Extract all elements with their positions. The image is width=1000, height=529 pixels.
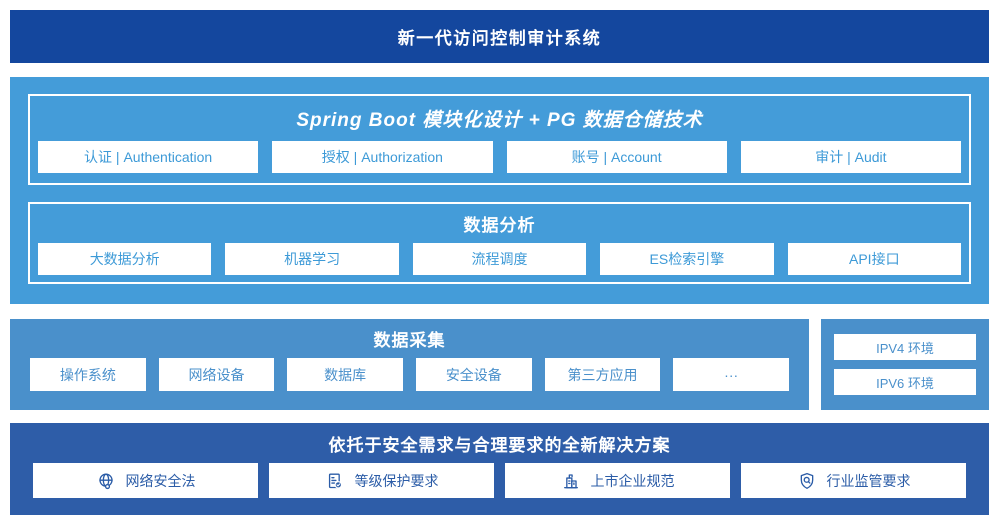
module-audit: 审计 | Audit	[740, 141, 961, 173]
env-ipv4: IPV4 环境	[834, 334, 976, 360]
data-collection-title: 数据采集	[373, 331, 446, 350]
building-icon	[561, 471, 581, 491]
platform-module-row: 认证 | Authentication 授权 | Authorization 账…	[30, 141, 969, 173]
source-network-device: 网络设备	[158, 358, 275, 391]
env-ipv6: IPV6 环境	[834, 369, 976, 395]
module-authorization: 授权 | Authorization	[272, 141, 493, 173]
platform-section: Spring Boot 模块化设计 + PG 数据仓储技术 认证 | Authe…	[10, 77, 989, 304]
solution-network-security-law: 网络安全法	[33, 463, 258, 498]
source-more-ellipsis: ···	[673, 358, 789, 391]
data-collection-section: 数据采集 操作系统 网络设备 数据库 安全设备 第三方应用 ···	[10, 319, 809, 410]
environment-section: IPV4 环境 IPV6 环境	[821, 319, 989, 410]
shield-search-icon	[797, 471, 817, 491]
module-api-interface: API接口	[787, 243, 961, 275]
collection-row: 数据采集 操作系统 网络设备 数据库 安全设备 第三方应用 ··· IPV4 环…	[10, 319, 989, 410]
solution-title: 依托于安全需求与合理要求的全新解决方案	[328, 435, 671, 455]
solution-section: 依托于安全需求与合理要求的全新解决方案 网络安全法	[10, 423, 989, 515]
solution-industry-regulation: 行业监管要求	[741, 463, 966, 498]
module-workflow-scheduling: 流程调度	[412, 243, 587, 275]
analysis-module-row: 大数据分析 机器学习 流程调度 ES检索引擎 API接口	[30, 243, 969, 275]
spring-boot-title: Spring Boot 模块化设计 + PG 数据仓储技术	[296, 110, 703, 131]
data-analysis-subsection: 数据分析 大数据分析 机器学习 流程调度 ES检索引擎 API接口	[28, 202, 971, 284]
solution-label: 上市企业规范	[590, 472, 675, 489]
module-account: 账号 | Account	[506, 141, 727, 173]
title-banner: 新一代访问控制审计系统	[10, 10, 989, 63]
document-check-icon	[325, 471, 345, 491]
source-database: 数据库	[287, 358, 403, 391]
module-es-search-engine: ES检索引擎	[600, 243, 774, 275]
collection-source-row: 操作系统 网络设备 数据库 安全设备 第三方应用 ···	[10, 358, 809, 391]
diagram-title: 新一代访问控制审计系统	[397, 29, 602, 48]
solution-label: 行业监管要求	[826, 472, 911, 489]
solution-label: 网络安全法	[125, 472, 196, 489]
solution-listed-company-standard: 上市企业规范	[505, 463, 730, 498]
source-third-party-app: 第三方应用	[544, 358, 661, 391]
solution-classified-protection: 等级保护要求	[269, 463, 494, 498]
module-authentication: 认证 | Authentication	[38, 141, 259, 173]
source-operating-system: 操作系统	[30, 358, 146, 391]
spring-boot-subsection: Spring Boot 模块化设计 + PG 数据仓储技术 认证 | Authe…	[28, 94, 971, 185]
module-machine-learning: 机器学习	[225, 243, 399, 275]
source-security-device: 安全设备	[415, 358, 532, 391]
solution-label: 等级保护要求	[354, 472, 439, 489]
module-bigdata-analysis: 大数据分析	[38, 243, 212, 275]
solution-row: 网络安全法 等级保护要求	[10, 463, 989, 498]
data-analysis-title: 数据分析	[463, 216, 536, 235]
globe-icon	[96, 471, 116, 491]
